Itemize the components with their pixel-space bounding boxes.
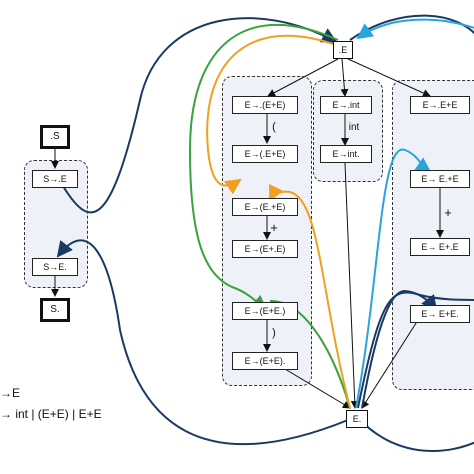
fan-in-edges — [284, 162, 419, 409]
node-e-paren-dot: E→(.E+E) — [232, 145, 298, 163]
edge-dotE-to-plus — [347, 58, 431, 97]
green-edges — [188, 23, 351, 409]
node-s-dot-e: S→.E — [32, 170, 78, 188]
edge-label-plus-1: + — [270, 220, 278, 235]
edge-Edot-to-afterE — [269, 183, 351, 409]
node-e-after-e2: E→(E+E.) — [232, 302, 298, 320]
edge-dotE-to-open — [267, 58, 339, 97]
edge-intdot-to-Edot — [344, 162, 359, 409]
node-e-plus-after-e: E→ E.+E — [410, 170, 470, 188]
node-e-plus-done: E→ E+E. — [410, 305, 470, 323]
edge-label-plus-2: + — [444, 205, 452, 220]
node-s-e-dot: S→E. — [32, 258, 78, 276]
navy-edges — [56, 14, 474, 453]
fan-out-edges — [267, 58, 431, 97]
node-e-after-e: E→(E.+E) — [232, 198, 298, 216]
orange-edges — [206, 34, 351, 409]
node-dot-e: .E — [333, 41, 353, 59]
edge-Edot-to-plusdone — [361, 289, 438, 409]
node-e-plus-after-plus: E→ E+.E — [410, 238, 470, 256]
edge-close-to-Edot — [284, 368, 351, 409]
group-plus — [392, 80, 474, 390]
cyan-edges — [355, 18, 474, 409]
grammar-line-1: →E — [0, 386, 21, 400]
node-e-close: E→(E+E). — [232, 352, 298, 370]
node-e-int-dot: E→int. — [320, 145, 372, 163]
edge-Edot-to-plusafterE — [355, 148, 432, 409]
edge-SdotE-to-dotE — [62, 17, 338, 214]
edge-label-lparen: ( — [272, 121, 276, 133]
node-e-open: E→.(E+E) — [232, 96, 298, 114]
node-start-s: .S — [40, 125, 70, 149]
node-e-plus-open: E→.E+E — [410, 96, 470, 114]
node-e-dot: E. — [346, 410, 368, 428]
edge-dotE-to-afterE2 — [188, 23, 339, 312]
grammar-line-2: → int | (E+E) | E+E — [0, 407, 102, 421]
edge-right-to-dotE — [356, 18, 474, 40]
chain-edges — [51, 114, 444, 352]
edge-label-rparen: ) — [272, 327, 276, 339]
edge-dotE-to-int — [340, 58, 349, 97]
node-final-s: S. — [40, 298, 70, 322]
edge-label-int: int — [348, 122, 360, 133]
node-e-int: E→.int — [320, 96, 372, 114]
edge-Edot-bottom-right — [359, 419, 474, 453]
edge-dotE-to-parenE — [206, 34, 337, 195]
node-e-after-plus: E→(E+.E) — [232, 240, 298, 258]
edge-plusdone-to-Edot — [361, 319, 419, 409]
edge-Edot-to-SEdot — [56, 239, 349, 446]
